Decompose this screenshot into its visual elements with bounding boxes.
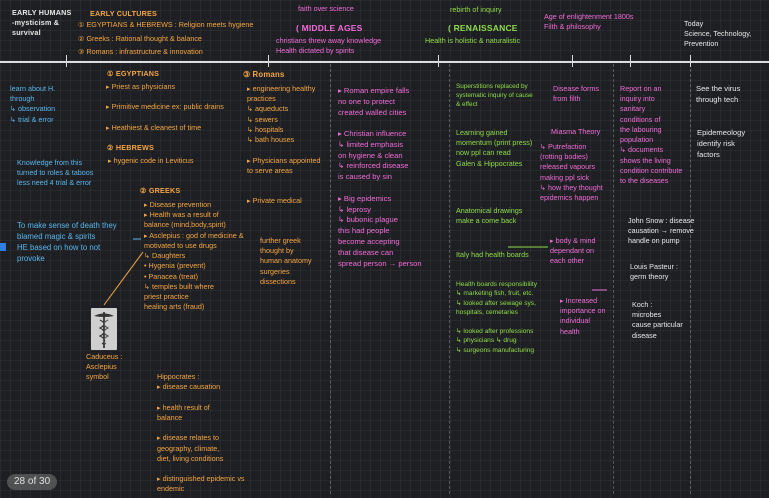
greeks-notes: ▸ Disease prevention ▸ Health was a resu… (144, 200, 244, 312)
romans-notes: ▸ engineering healthy practices ↳ aquedu… (247, 84, 321, 206)
hebrews-notes: ▸ hygenic code in Leviticus (108, 156, 194, 165)
column-divider (690, 64, 691, 494)
individual-health-note: ▸ Increased importance on individual hea… (560, 296, 606, 336)
putrefaction-note: ↳ Putrefaction (rotting bodies) released… (540, 142, 603, 203)
cultures-item-3: ③ Romans : infrastructure & innovation (78, 47, 203, 56)
miasma-theory-note: Miasma Theory (551, 127, 601, 136)
column-divider (449, 64, 450, 494)
timeline-tick (268, 55, 269, 67)
timeline-tick (572, 55, 573, 67)
renaissance-subtitle: Health is holistic & naturalistic (425, 36, 521, 45)
faith-over-science-label: faith over science (298, 4, 354, 13)
caduceus-caption: Caduceus : Asclepius symbol (86, 352, 123, 382)
taboos-note: Knowledge from this turned to roles & ta… (17, 158, 94, 188)
page-indicator[interactable]: 28 of 30 (7, 474, 58, 490)
early-humans-heading: EARLY HUMANS -mysticism & survival (12, 8, 72, 38)
italy-boards-note: Italy had health boards (456, 250, 529, 259)
rebirth-label: rebirth of inquiry (450, 5, 502, 14)
egyptians-heading: ① EGYPTIANS (107, 69, 160, 78)
romans-heading: ③ Romans (243, 70, 285, 79)
hippocrates-notes: Hippocrates : ▸ disease causation ▸ heal… (157, 372, 245, 494)
middle-ages-heading: ( MIDDLE AGES (296, 23, 363, 33)
timeline-line (0, 61, 769, 63)
timeline-tick (66, 55, 67, 67)
body-mind-note: ▸ body & mind dependant on each other (550, 236, 596, 266)
early-cultures-heading: EARLY CULTURES (90, 9, 157, 18)
column-divider (330, 64, 331, 494)
renaissance-heading: ( RENAISSANCE (448, 23, 518, 33)
louis-pasteur-note: Louis Pasteur : germ theory (630, 262, 678, 282)
epidemiology-note: Epidemeology identify risk factors (697, 128, 746, 159)
cultures-item-1: ① EGYPTIANS & HEBREWS : Religion meets h… (78, 20, 254, 29)
egyptians-notes: ▸ Priest as physicians ▸ Primitive medic… (106, 82, 224, 132)
observation-note: learn about H. through ↳ observation ↳ t… (10, 84, 56, 124)
scroll-marker[interactable] (0, 243, 6, 251)
middle-ages-subtitle: christians threw away knowledge Health d… (276, 36, 382, 56)
anatomical-note: Anatomical drawings make a come back (456, 206, 523, 226)
caduceus-icon (91, 308, 117, 350)
koch-note: Koch : microbes cause particular disease (632, 300, 683, 340)
timeline-tick (438, 55, 439, 67)
health-boards-note: Health boards responsibility ↳ marketing… (456, 281, 537, 354)
today-heading: Today Science, Technology, Prevention (684, 19, 752, 49)
cultures-item-2: ② Greeks : Rational thought & balance (78, 34, 202, 43)
disease-forms-note: Disease forms from filth (553, 84, 599, 104)
timeline-tick (630, 55, 631, 67)
middle-ages-notes: ▸ Roman empire falls no one to protect c… (338, 86, 422, 268)
romans-greek-thought: further greek thought by human anatomy s… (260, 236, 312, 286)
sanitary-report-note: Report on an inquiry into sanitary condi… (620, 84, 683, 185)
hebrews-heading: ② HEBREWS (107, 143, 154, 152)
john-snow-note: John Snow : disease causation → remove h… (628, 216, 695, 246)
greeks-heading: ② GREEKS (140, 186, 181, 195)
learning-note: Learning gained momentum (print press) n… (456, 128, 533, 168)
superstitions-note: Superstitions replaced by systematic inq… (456, 83, 533, 109)
timeline-tick (690, 55, 691, 67)
death-spirits-note: To make sense of death they blamed magic… (17, 221, 117, 264)
enlightenment-heading: Age of enlightenment 1800s Filth & philo… (544, 12, 634, 32)
virus-tech-note: See the virus through tech (696, 84, 741, 104)
column-divider (613, 64, 614, 494)
